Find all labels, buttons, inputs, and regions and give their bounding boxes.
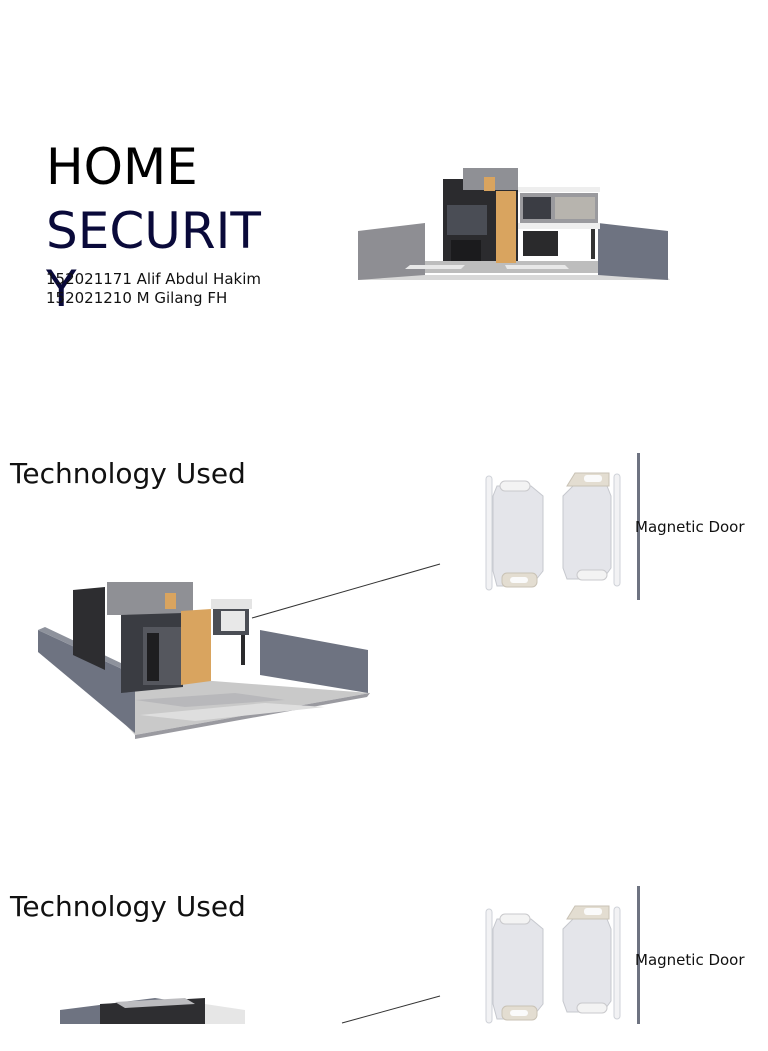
author-list: 152021171 Alif Abdul Hakim 152021210 M G… bbox=[46, 270, 261, 308]
author-1: 152021171 Alif Abdul Hakim bbox=[46, 270, 261, 288]
divider-bar-2 bbox=[637, 886, 640, 1024]
house-isometric-illustration bbox=[38, 582, 370, 739]
magnetic-door-sensor-image-2 bbox=[485, 905, 621, 1024]
divider-bar bbox=[637, 453, 640, 600]
sensor-label-2: Magnetic Door bbox=[635, 951, 745, 969]
pointer-line bbox=[251, 563, 441, 619]
house-isometric-illustration-partial bbox=[60, 998, 245, 1024]
pointer-line-partial bbox=[341, 995, 441, 1024]
house-front-illustration bbox=[358, 168, 670, 280]
title-line-home: HOME bbox=[46, 138, 198, 196]
magnetic-door-sensor-image bbox=[485, 472, 621, 591]
sensor-label: Magnetic Door bbox=[635, 518, 745, 536]
title-line-security: SECURITY bbox=[46, 202, 261, 318]
author-2: 152021210 M Gilang FH bbox=[46, 289, 228, 307]
section-heading-technology-1: Technology Used bbox=[10, 457, 246, 490]
section-heading-technology-2: Technology Used bbox=[10, 890, 246, 923]
